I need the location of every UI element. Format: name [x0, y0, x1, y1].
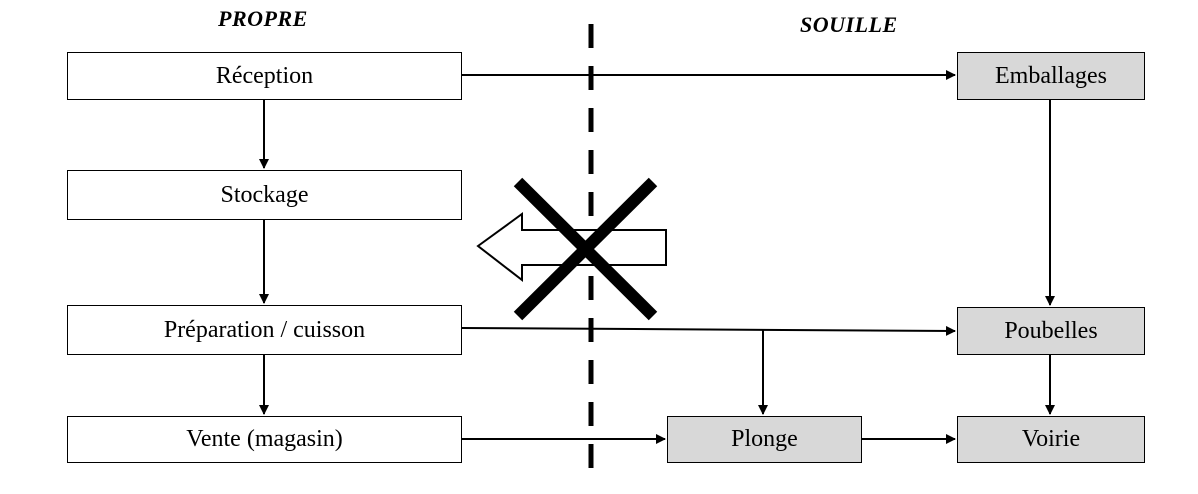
- zone-title-propre: PROPRE: [218, 6, 308, 31]
- arrow-preparation-to-poubelles: [461, 325, 956, 336]
- step-voirie: Voirie: [957, 416, 1145, 463]
- step-reception: Réception: [67, 52, 462, 100]
- step-emballages: Emballages: [957, 52, 1145, 100]
- step-vente-magasin: Vente (magasin): [67, 416, 462, 463]
- step-preparation-cuisson: Préparation / cuisson: [67, 305, 462, 355]
- step-poubelles: Poubelles: [957, 307, 1145, 355]
- step-plonge: Plonge: [667, 416, 862, 463]
- step-stockage: Stockage: [67, 170, 462, 220]
- zone-title-souille: SOUILLE: [800, 12, 898, 37]
- crossed-out-arrow-icon: [476, 177, 667, 321]
